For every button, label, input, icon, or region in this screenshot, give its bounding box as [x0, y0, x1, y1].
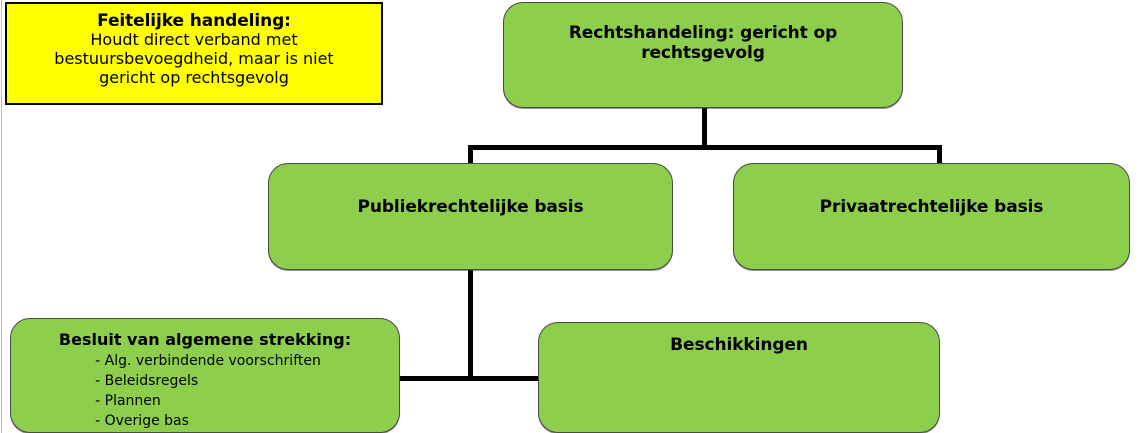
- connector-drop-publiekrechtelijk: [468, 145, 473, 167]
- list-item: - Plannen: [95, 392, 161, 409]
- connector-bottom-bar: [398, 376, 541, 381]
- besluit-heading: Besluit van algemene strekking:: [58, 330, 352, 349]
- list-item: - Alg. verbindende voorschriften: [95, 352, 321, 369]
- feitelijke-handeling-line-3: gericht op rechtsgevolg: [99, 67, 289, 87]
- connector-publiekrechtelijk-stem: [468, 268, 473, 381]
- rechtshandeling-line-2: rechtsgevolg: [641, 43, 765, 64]
- list-item: - Overige bas: [95, 412, 189, 429]
- publiekrechtelijke-basis-label: Publiekrechtelijke basis: [357, 197, 584, 217]
- connector-drop-privaatrechtelijk: [937, 145, 942, 167]
- node-rechtshandeling[interactable]: Rechtshandeling: gericht op rechtsgevolg: [503, 2, 903, 108]
- feitelijke-handeling-heading: Feitelijke handeling:: [97, 11, 291, 31]
- node-beschikkingen[interactable]: Beschikkingen: [538, 322, 940, 433]
- feitelijke-handeling-line-2: bestuursbevoegdheid, maar is niet: [54, 48, 334, 68]
- privaatrechtelijke-basis-label: Privaatrechtelijke basis: [819, 197, 1044, 217]
- rechtshandeling-line-1: Rechtshandeling: gericht op: [568, 23, 838, 43]
- node-feitelijke-handeling[interactable]: Feitelijke handeling: Houdt direct verba…: [5, 2, 383, 105]
- list-item: - Beleidsregels: [95, 372, 199, 389]
- besluit-item-list: - Alg. verbindende voorschriften - Belei…: [95, 352, 321, 432]
- node-publiekrechtelijke-basis[interactable]: Publiekrechtelijke basis: [268, 163, 673, 270]
- connector-split-bar: [468, 145, 942, 150]
- feitelijke-handeling-line-1: Houdt direct verband met: [90, 30, 298, 50]
- slide-edge-line: [1, 0, 2, 433]
- node-privaatrechtelijke-basis[interactable]: Privaatrechtelijke basis: [733, 163, 1130, 270]
- node-besluit-van-algemene-strekking[interactable]: Besluit van algemene strekking: - Alg. v…: [10, 318, 400, 433]
- beschikkingen-label: Beschikkingen: [670, 335, 808, 355]
- connector-rechtshandeling-stem: [702, 107, 707, 149]
